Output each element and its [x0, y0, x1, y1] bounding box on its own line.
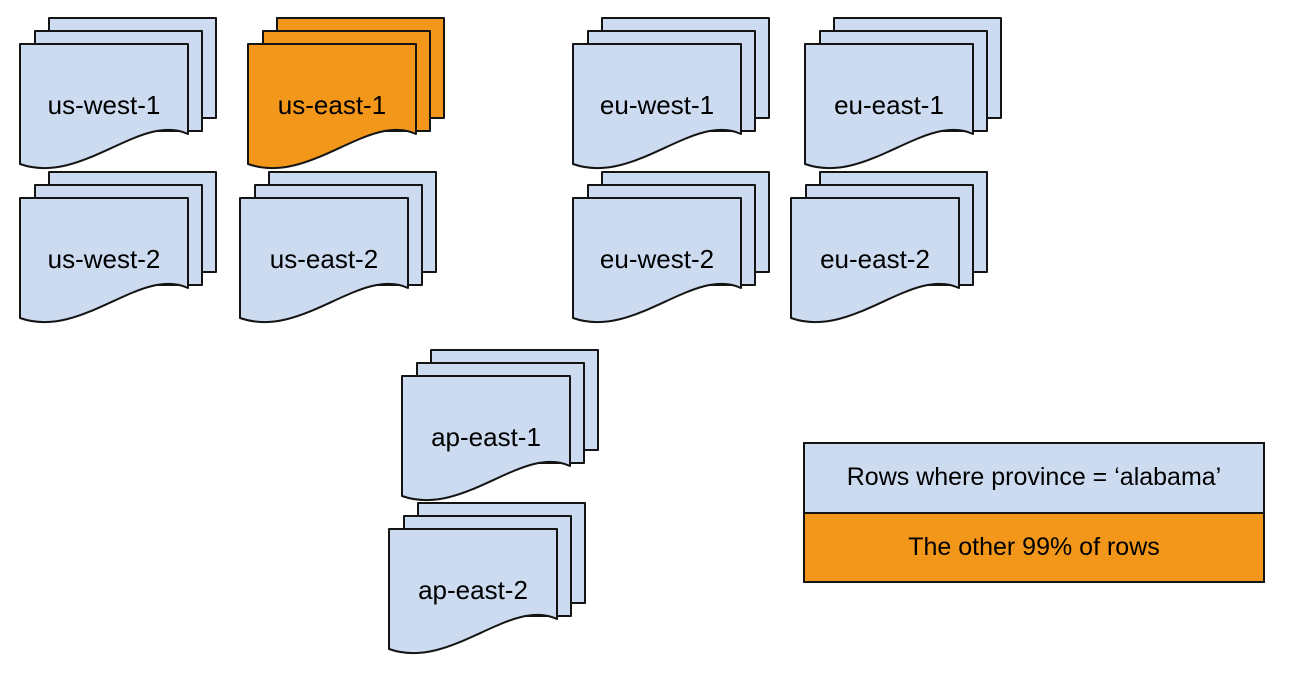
- region-label: us-west-1: [47, 90, 161, 120]
- document-stack-icon: [388, 502, 586, 655]
- legend-label: Rows where province = ‘alabama’: [846, 463, 1222, 492]
- document-stack-icon: [239, 171, 437, 324]
- region-label: eu-west-2: [599, 244, 715, 274]
- region-label: us-west-2: [47, 244, 161, 274]
- region-label: ap-east-1: [431, 422, 541, 452]
- front-document-sheet: [804, 43, 974, 170]
- legend-item-alabama-rows: Rows where province = ‘alabama’: [805, 444, 1263, 512]
- region-stack-eu-west-1: eu-west-1: [571, 16, 783, 178]
- region-stack-us-west-2: us-west-2: [18, 170, 230, 332]
- document-stack-icon: [19, 171, 217, 324]
- front-document-sheet: [572, 197, 742, 324]
- region-stack-us-west-1: us-west-1: [18, 16, 230, 178]
- region-stack-eu-west-2: eu-west-2: [571, 170, 783, 332]
- document-stack-icon: [790, 171, 988, 324]
- front-document-sheet: [572, 43, 742, 170]
- region-label: us-east-1: [277, 90, 387, 120]
- region-label: ap-east-2: [418, 575, 528, 605]
- document-stack-icon: [572, 171, 770, 324]
- region-label: eu-east-2: [820, 244, 930, 274]
- front-document-sheet: [790, 197, 960, 324]
- document-stack-icon: [572, 17, 770, 170]
- legend-label: The other 99% of rows: [908, 532, 1160, 561]
- region-stack-us-east-2: us-east-2: [238, 170, 450, 332]
- region-stack-eu-east-1: eu-east-1: [803, 16, 1015, 178]
- region-label: eu-east-1: [834, 90, 944, 120]
- legend: Rows where province = ‘alabama’ The othe…: [803, 442, 1265, 583]
- region-stack-ap-east-2: ap-east-2: [387, 501, 599, 663]
- front-document-sheet: [388, 528, 558, 655]
- document-stack-icon: [247, 17, 445, 170]
- front-document-sheet: [239, 197, 409, 324]
- region-label: us-east-2: [269, 244, 379, 274]
- front-document-sheet: [247, 43, 417, 170]
- document-stack-icon: [19, 17, 217, 170]
- front-document-sheet: [19, 43, 189, 170]
- document-stack-icon: [804, 17, 1002, 170]
- region-stack-eu-east-2: eu-east-2: [789, 170, 1001, 332]
- front-document-sheet: [19, 197, 189, 324]
- region-stack-ap-east-1: ap-east-1: [400, 348, 612, 510]
- region-stack-us-east-1: us-east-1: [246, 16, 458, 178]
- legend-item-other-rows: The other 99% of rows: [805, 511, 1263, 581]
- region-label: eu-west-1: [599, 90, 715, 120]
- document-stack-icon: [401, 349, 599, 502]
- front-document-sheet: [401, 375, 571, 502]
